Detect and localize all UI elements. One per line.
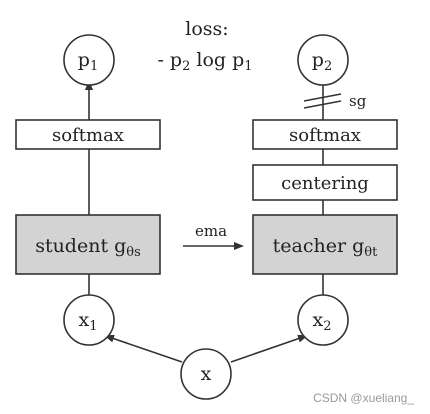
teacher-label: teacher gθt (273, 235, 378, 260)
student-network-box (15, 214, 161, 275)
x1-sub: 1 (89, 319, 97, 334)
student-sub: θs (126, 245, 141, 260)
sg-label: sg (349, 92, 367, 110)
csdn-watermark: CSDN @xueliang_ (313, 391, 414, 405)
loss-title: loss: (185, 18, 228, 40)
centering-box (252, 164, 398, 201)
x1-main: x (79, 309, 90, 331)
p1-sub: 1 (90, 59, 98, 74)
loss-formula-mid: log p (190, 49, 244, 71)
p2-node (297, 34, 349, 86)
loss-formula: - p2 log p1 (157, 49, 252, 74)
ema-label: ema (195, 222, 227, 240)
x-node (180, 348, 232, 400)
teacher-network-box (252, 214, 398, 275)
p2-label: p2 (312, 49, 332, 74)
p1-node (63, 34, 115, 86)
x-label: x (201, 363, 212, 385)
softmax-left-label: softmax (52, 125, 124, 146)
x2-sub: 2 (323, 319, 331, 334)
p2-main: p (312, 49, 324, 71)
softmax-right-label: softmax (289, 125, 361, 146)
x-to-x2-arrow (230, 334, 308, 363)
loss-formula-sub1: 1 (244, 59, 252, 74)
teacher-sub: θt (364, 245, 378, 260)
teacher-main: teacher g (273, 235, 365, 257)
centering-label: centering (281, 173, 369, 194)
x1-label: x1 (79, 309, 98, 334)
x2-main: x (313, 309, 324, 331)
softmax-left-box (15, 119, 161, 150)
x2-node (297, 294, 349, 346)
student-main: student g (35, 235, 126, 257)
p1-main: p (78, 49, 90, 71)
student-label: student gθs (35, 235, 141, 260)
x-to-x1-arrow (104, 334, 183, 363)
p2-sub: 2 (324, 59, 332, 74)
loss-formula-prefix: - p (157, 49, 182, 71)
x1-node (63, 294, 115, 346)
loss-formula-sub2: 2 (182, 59, 190, 74)
p1-label: p1 (78, 49, 98, 74)
x2-label: x2 (313, 309, 332, 334)
softmax-right-box (252, 119, 398, 150)
stop-gradient-mark (303, 93, 342, 109)
